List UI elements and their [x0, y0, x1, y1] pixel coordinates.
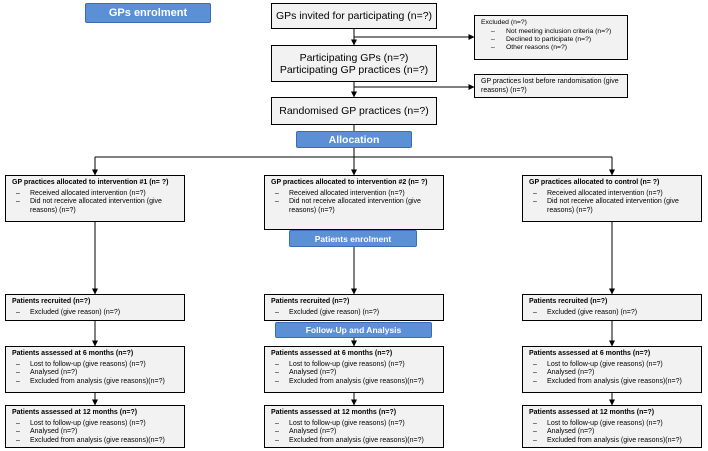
participating-practices-text: Participating GP practices (n=?) — [279, 63, 429, 76]
arm1-allocated-title: GP practices allocated to intervention #… — [12, 179, 169, 186]
arm3-allocated-title: GP practices allocated to control (n= ?) — [529, 179, 660, 186]
arm1-12-months-box: Patients assessed at 12 months (n=?) Los… — [5, 405, 185, 448]
list-item: Excluded from analysis (give reasons)(n=… — [271, 378, 439, 387]
list-item: Lost to follow-up (give reasons) (n=?) — [271, 361, 439, 370]
arm3-allocated-box: GP practices allocated to control (n= ?)… — [522, 175, 702, 222]
list-item: Analysed (n=?) — [271, 369, 439, 378]
list-item: Excluded (give reason) (n=?) — [12, 309, 180, 318]
arm3-recruited-box: Patients recruited (n=?) Excluded (give … — [522, 294, 702, 321]
arm1-12-months-title: Patients assessed at 12 months (n=?) — [12, 409, 138, 416]
list-item: Lost to follow-up (give reasons) (n=?) — [12, 420, 180, 429]
arm1-6-months-title: Patients assessed at 6 months (n=?) — [12, 350, 134, 357]
arm2-recruited-title: Patients recruited (n=?) — [271, 298, 350, 305]
arm1-recruited-title: Patients recruited (n=?) — [12, 298, 91, 305]
list-item: Excluded from analysis (give reasons)(n=… — [12, 378, 180, 387]
list-item: Received allocated intervention (n=?) — [271, 190, 439, 199]
randomised-box: Randomised GP practices (n=?) — [271, 97, 437, 125]
arm1-recruited-box: Patients recruited (n=?) Excluded (give … — [5, 294, 185, 321]
excluded-item: Other reasons (n=?) — [481, 44, 623, 52]
list-item: Did not receive allocated intervention (… — [271, 198, 439, 215]
lost-before-randomisation-box: GP practices lost before randomisation (… — [474, 74, 628, 98]
list-item: Analysed (n=?) — [271, 428, 439, 437]
lost-before-randomisation-text: GP practices lost before randomisation (… — [481, 78, 619, 94]
participating-box: Participating GPs (n=?) Participating GP… — [271, 45, 437, 82]
gps-invited-box: GPs invited for participating (n=?) — [271, 3, 437, 29]
list-item: Did not receive allocated intervention (… — [529, 198, 697, 215]
excluded-item: Not meeting inclusion criteria (n=?) — [481, 28, 623, 36]
list-item: Analysed (n=?) — [12, 428, 180, 437]
arm2-recruited-box: Patients recruited (n=?) Excluded (give … — [264, 294, 444, 321]
list-item: Excluded from analysis (give reasons)(n=… — [12, 437, 180, 446]
list-item: Lost to follow-up (give reasons) (n=?) — [271, 420, 439, 429]
arm3-12-months-box: Patients assessed at 12 months (n=?) Los… — [522, 405, 702, 448]
arm2-6-months-box: Patients assessed at 6 months (n=?) Lost… — [264, 346, 444, 393]
gps-invited-text: GPs invited for participating (n=?) — [275, 10, 433, 22]
follow-up-analysis-label: Follow-Up and Analysis — [275, 322, 432, 338]
list-item: Lost to follow-up (give reasons) (n=?) — [529, 420, 697, 429]
excluded-title: Excluded (n=?) — [481, 19, 527, 26]
list-item: Did not receive allocated intervention (… — [12, 198, 180, 215]
list-item: Received allocated intervention (n=?) — [529, 190, 697, 199]
excluded-list: Not meeting inclusion criteria (n=?) Dec… — [481, 28, 623, 52]
list-item: Excluded (give reason) (n=?) — [271, 309, 439, 318]
list-item: Analysed (n=?) — [529, 428, 697, 437]
excluded-item: Declined to participate (n=?) — [481, 36, 623, 44]
list-item: Received allocated intervention (n=?) — [12, 190, 180, 199]
arm2-allocated-title: GP practices allocated to intervention #… — [271, 179, 428, 186]
arm2-6-months-title: Patients assessed at 6 months (n=?) — [271, 350, 393, 357]
allocation-label: Allocation — [296, 131, 412, 148]
patients-enrolment-label: Patients enrolment — [289, 230, 417, 247]
list-item: Analysed (n=?) — [12, 369, 180, 378]
arm2-12-months-box: Patients assessed at 12 months (n=?) Los… — [264, 405, 444, 448]
arm3-recruited-title: Patients recruited (n=?) — [529, 298, 608, 305]
list-item: Analysed (n=?) — [529, 369, 697, 378]
arm3-6-months-title: Patients assessed at 6 months (n=?) — [529, 350, 651, 357]
arm2-allocated-box: GP practices allocated to intervention #… — [264, 175, 444, 230]
list-item: Excluded from analysis (give reasons)(n=… — [529, 378, 697, 387]
list-item: Excluded (give reason) (n=?) — [529, 309, 697, 318]
excluded-box: Excluded (n=?) Not meeting inclusion cri… — [474, 15, 628, 60]
list-item: Excluded from analysis (give reasons)(n=… — [529, 437, 697, 446]
arm1-allocated-box: GP practices allocated to intervention #… — [5, 175, 185, 222]
list-item: Lost to follow-up (give reasons) (n=?) — [529, 361, 697, 370]
participating-gps-text: Participating GPs (n=?) — [299, 51, 409, 64]
randomised-text: Randomised GP practices (n=?) — [279, 105, 429, 117]
gps-enrolment-label: GPs enrolment — [85, 3, 211, 23]
arm2-12-months-title: Patients assessed at 12 months (n=?) — [271, 409, 397, 416]
list-item: Excluded from analysis (give reasons)(n=… — [271, 437, 439, 446]
list-item: Lost to follow-up (give reasons) (n=?) — [12, 361, 180, 370]
arm3-12-months-title: Patients assessed at 12 months (n=?) — [529, 409, 655, 416]
arm1-6-months-box: Patients assessed at 6 months (n=?) Lost… — [5, 346, 185, 393]
arm3-6-months-box: Patients assessed at 6 months (n=?) Lost… — [522, 346, 702, 393]
